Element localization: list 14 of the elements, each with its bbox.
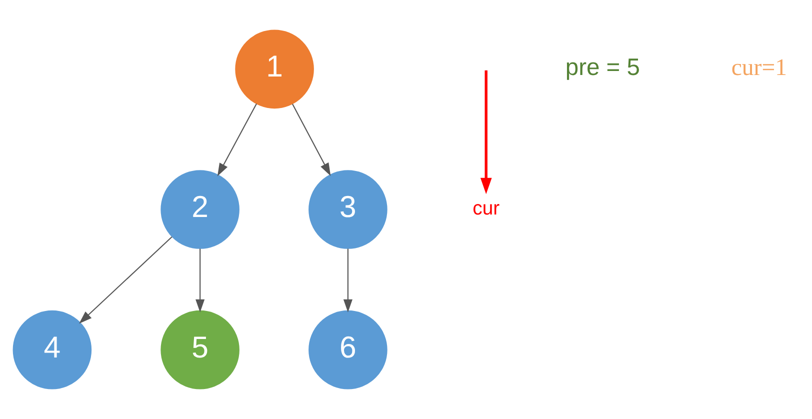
node-circle: 1 (234, 30, 314, 109)
arrow (292, 104, 330, 176)
label: pre = 5 (564, 55, 640, 82)
node-circle: 3 (308, 170, 387, 249)
arrow (342, 248, 352, 312)
label: cur=1 (730, 55, 786, 82)
node-text: cur (472, 197, 500, 220)
arrow (195, 248, 204, 312)
node-circle: 6 (308, 310, 387, 390)
arrow (216, 103, 256, 176)
arrow (480, 70, 492, 194)
node-circle: 2 (160, 170, 239, 249)
node-circle: 5 (160, 310, 239, 390)
arrow (78, 236, 172, 324)
